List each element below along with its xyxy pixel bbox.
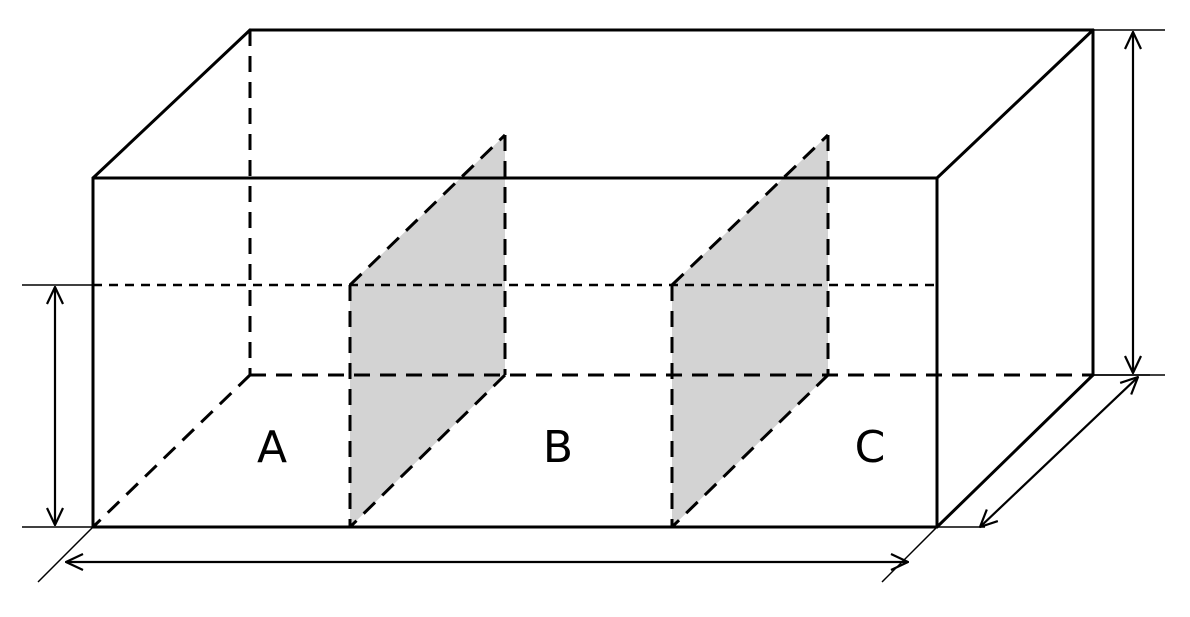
water-depth-dimension — [22, 284, 93, 528]
tank-height-dimension — [1093, 29, 1165, 376]
hidden-edges — [91, 30, 1093, 529]
compartment-label-c: C — [855, 422, 886, 473]
partition-outlines — [348, 133, 830, 529]
tank-length-dimension — [37, 526, 938, 583]
partition-ab — [350, 135, 505, 527]
box-outline — [91, 28, 1095, 529]
tank-depth-dimension — [937, 374, 1150, 527]
partition-bc — [672, 135, 828, 527]
compartment-label-a: A — [257, 422, 287, 473]
compartment-label-b: B — [543, 422, 573, 473]
